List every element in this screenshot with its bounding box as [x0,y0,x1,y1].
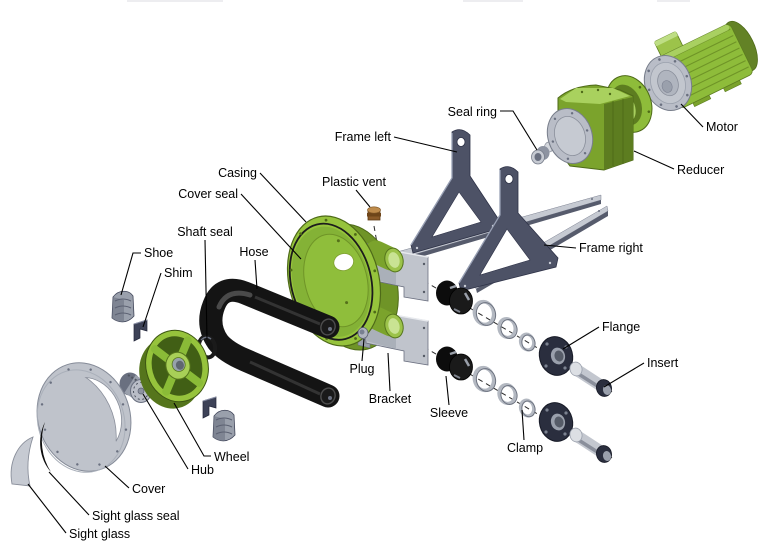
shim-part-2 [202,396,217,419]
motor-flange [643,55,693,111]
clamp-ring-medium [497,316,518,340]
reducer-leader-line [633,150,675,170]
plug-part [357,327,369,339]
hose-part [199,278,340,408]
plug-leader-line [361,338,365,362]
wheel-part [139,329,209,409]
casing-part [286,206,429,366]
sleeve-leader-line [445,375,450,406]
plastic-vent-leader-line [355,189,371,208]
casing-leader-line [259,172,307,223]
clamp-ring-large [472,299,497,327]
plastic-vent-label: Plastic vent [322,175,386,189]
cover-seal-label: Cover seal [178,187,238,201]
fitting-set-upper [436,280,612,397]
frame-left-part [410,129,500,254]
clamp-part [518,332,536,352]
leader-lines [27,103,704,534]
hose-end-upper [320,318,336,336]
shim-label: Shim [164,266,192,280]
casing-shaft-hole [333,253,355,272]
hose-end-lower [320,387,336,405]
clamp-ring-medium [497,382,518,406]
seal-ring-label: Seal ring [448,105,497,119]
reducer-label: Reducer [677,163,724,177]
clamp-leader-line [521,409,525,441]
sight-glass-label: Sight glass [69,527,130,541]
motor-label: Motor [706,120,738,134]
wheel-leader-line [173,402,211,457]
cover-seal-part [288,222,374,341]
hub-leader-line [142,393,189,470]
cover-leader-line [104,465,130,489]
shoe-leader-line [120,252,141,296]
insert-label: Insert [647,356,679,370]
casing-port-upper [364,240,404,273]
frame-right-leader-line [543,244,577,249]
flange-label: Flange [602,320,640,334]
sight-glass-part [10,436,34,487]
frame-right-part [458,166,559,292]
bracket-label: Bracket [369,392,412,406]
seal-ring-part [531,146,550,165]
cover-window-cutout [84,376,122,442]
reducer-part [544,75,653,171]
bracket-leader-line [387,352,391,392]
sight-glass-leader-line [27,483,67,534]
plug-label: Plug [349,362,374,376]
insert-part [569,361,612,397]
fitting-set-lower [436,346,612,463]
frame-left-label: Frame left [335,130,392,144]
hose-label: Hose [239,245,268,259]
shim-leader-line [142,272,162,328]
cropped-text-remnant [127,0,690,2]
reducer-front-boss [546,108,594,164]
casing-label: Casing [218,166,257,180]
flange-leader-line [562,326,600,350]
sleeve-part [436,280,473,315]
frame-right-label: Frame right [579,241,643,255]
sight-glass-seal-label: Sight glass seal [92,509,180,523]
wheel-label: Wheel [214,450,249,464]
motor-part [643,20,758,111]
shim-part [133,319,148,342]
fittings-layer [436,280,612,463]
insert-part [569,427,612,463]
sleeve-part [436,346,473,381]
motor-flange-bolt-holes [647,58,689,108]
hose-leader-line [254,259,258,290]
casing-port-lower [364,306,404,339]
seal-ring-leader-line [500,110,538,151]
motor-leader-line [680,103,704,128]
flange-part [538,402,574,442]
shaft-seal-leader-line [204,239,208,340]
clamp-label: Clamp [507,441,543,455]
shoe-part-2 [212,409,236,442]
shoe-part [111,290,135,323]
cover-bolt-holes [40,368,128,466]
shaft-seal-label: Shaft seal [177,225,233,239]
frame-left-leader-line [393,136,458,153]
insert-leader-line [603,362,645,388]
cover-seal-leader-line [240,193,302,260]
cover-part [36,362,132,473]
clamp-ring-large [472,365,497,393]
sight-glass-seal-part [40,422,51,472]
hub-label: Hub [191,463,214,477]
sleeve-label: Sleeve [430,406,468,420]
flange-part [538,336,574,376]
sight-glass-seal-leader-line [48,471,90,516]
plastic-vent-part [367,206,381,221]
cover-label: Cover [132,482,165,496]
shoe-label: Shoe [144,246,173,260]
